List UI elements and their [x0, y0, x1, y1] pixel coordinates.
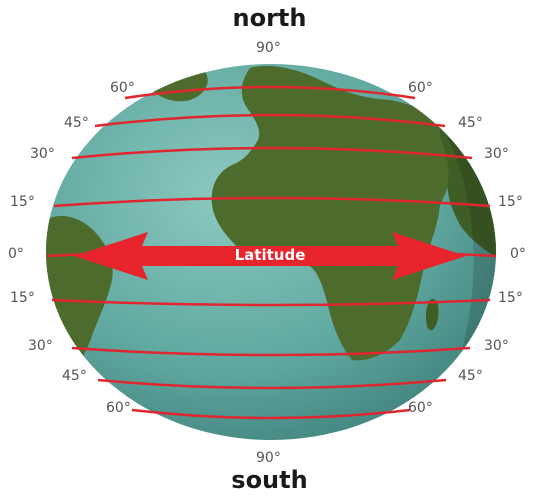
latitude-line-60n — [124, 85, 416, 100]
latitude-line-60s — [131, 408, 411, 420]
right-lat-30s: 30° — [484, 338, 509, 354]
right-lat-45s: 45° — [458, 368, 483, 384]
latitude-line-30n — [71, 146, 473, 160]
continent-europe-africa — [211, 65, 452, 361]
right-lat-15n: 15° — [498, 194, 523, 210]
left-lat-30s: 30° — [28, 338, 53, 354]
right-lat-30n: 30° — [484, 146, 509, 162]
right-equator: 0° — [510, 246, 526, 262]
left-lat-45s: 45° — [62, 368, 87, 384]
latitude-line-45s — [97, 378, 447, 390]
latitude-line-45n — [94, 113, 446, 128]
right-lat-60n: 60° — [408, 80, 433, 96]
right-lat-60s: 60° — [408, 400, 433, 416]
continent-madagascar — [426, 298, 439, 331]
left-lat-60s: 60° — [106, 400, 131, 416]
arrow-label: Latitude — [234, 246, 306, 264]
left-lat-30n: 30° — [30, 146, 55, 162]
left-lat-15n: 15° — [10, 194, 35, 210]
left-equator: 0° — [8, 246, 24, 262]
left-lat-15s: 15° — [10, 290, 35, 306]
right-lat-45n: 45° — [458, 115, 483, 131]
left-lat-45n: 45° — [64, 115, 89, 131]
latitude-line-15s — [51, 298, 491, 307]
latitude-arrow — [74, 232, 466, 280]
south-label: south — [231, 466, 308, 494]
north-label: north — [232, 4, 307, 32]
latitude-line-15n — [53, 196, 491, 208]
right-lat-15s: 15° — [498, 290, 523, 306]
left-lat-60n: 60° — [110, 80, 135, 96]
south-pole-degree: 90° — [256, 450, 281, 466]
north-pole-degree: 90° — [256, 40, 281, 56]
latitude-line-30s — [71, 346, 471, 357]
